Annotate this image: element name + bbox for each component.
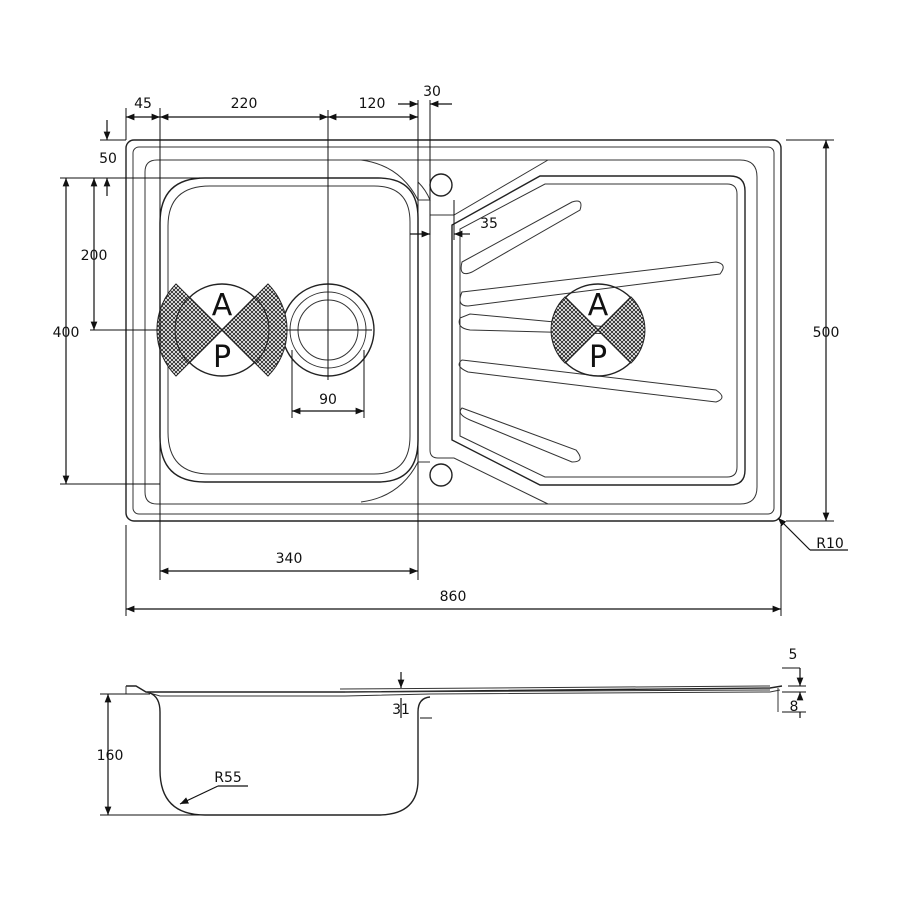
side-deck-lower (145, 689, 781, 697)
deck-outline (144, 159, 758, 505)
groove-1 (460, 200, 582, 275)
dim-8-label: 8 (790, 699, 799, 715)
top-view: A P A P (90, 110, 782, 522)
dim-r55-label: R55 (214, 770, 242, 786)
dim-200-label: 200 (81, 248, 108, 264)
groove-4 (458, 359, 723, 403)
tap-hole-top (429, 173, 453, 197)
bowl (159, 177, 419, 483)
ap-letter-top-right: A (588, 288, 609, 323)
side-flange-left (125, 686, 134, 695)
dim-r10-label: R10 (816, 536, 844, 552)
side-view: 160 R55 31 5 8 (97, 647, 806, 816)
tap-hole-bottom (429, 463, 453, 487)
dim-400-label: 400 (53, 325, 80, 341)
ap-letter-top: A (212, 288, 233, 323)
dim-220-label: 220 (231, 96, 258, 112)
dim-500-label: 500 (813, 325, 840, 341)
ap-marker-right: A P (550, 283, 646, 377)
dim-120-label: 120 (359, 96, 386, 112)
dim-30-label: 30 (423, 84, 441, 100)
dim-160-label: 160 (97, 748, 124, 764)
drainer-edge-bottom (429, 215, 549, 505)
drainer-tray-inner (459, 183, 738, 478)
bowl-flare (360, 159, 431, 503)
ap-marker-left: A P (156, 283, 288, 377)
top-dimensions: 45 220 120 30 50 200 400 35 90 (53, 84, 848, 616)
drainer-tray (451, 175, 746, 486)
dim-r10-leader (777, 517, 811, 551)
dim-r55-leader (179, 785, 219, 805)
ap-letter-bottom-right: P (589, 340, 607, 375)
dim-31-label: 31 (392, 702, 410, 718)
dim-50-label: 50 (99, 151, 117, 167)
dim-35-label: 35 (480, 216, 498, 232)
ap-letter-bottom: P (213, 340, 231, 375)
bowl-inner-edge (167, 185, 411, 475)
dim-5-label: 5 (789, 647, 798, 663)
dim-860-label: 860 (440, 589, 467, 605)
drainer-edge-top (430, 159, 549, 216)
dim-45-label: 45 (134, 96, 152, 112)
side-deck-line-2 (339, 685, 771, 690)
dim-340-label: 340 (276, 551, 303, 567)
side-deck-top (126, 685, 783, 693)
dim-90-label: 90 (319, 392, 337, 408)
side-deck-line (344, 689, 771, 693)
side-bowl (149, 692, 431, 816)
groove-2 (459, 261, 724, 307)
groove-5 (459, 407, 581, 463)
